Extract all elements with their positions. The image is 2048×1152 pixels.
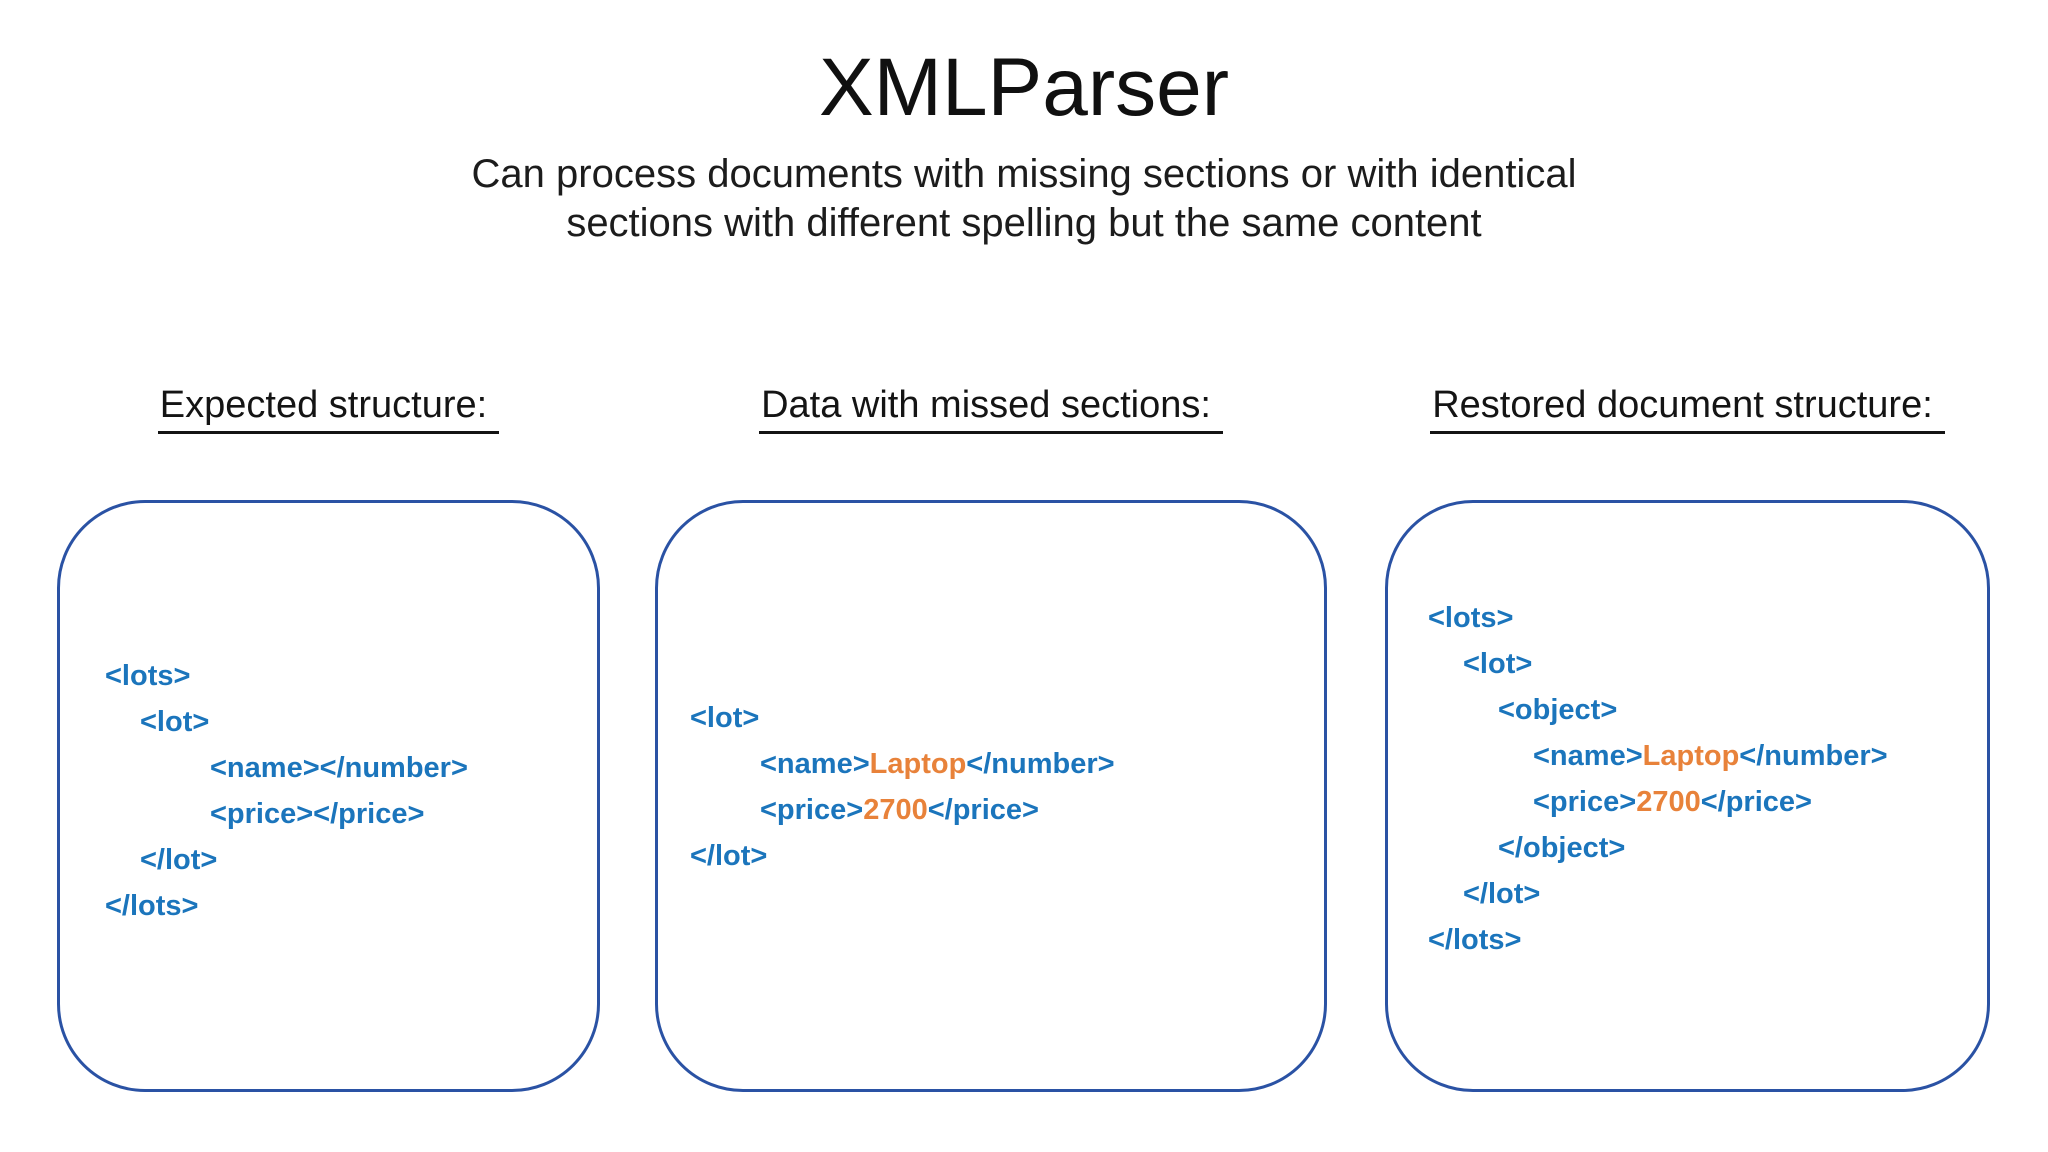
code-line: </lot> (1428, 871, 1987, 917)
code-tag: <price> (760, 794, 864, 826)
code-tag: <name></number> (210, 752, 468, 784)
code-line: <name>Laptop</number> (690, 741, 1324, 787)
code-line: <lot> (1428, 641, 1987, 687)
panel-heading-label: Restored document structure: (1430, 384, 1945, 434)
code-tag: </price> (1700, 786, 1812, 818)
code-block: <lots> <lot> <object> <name>Laptop</number>… (1428, 595, 1987, 963)
code-value: Laptop (1642, 740, 1740, 772)
code-line: <lot> (690, 695, 1324, 741)
panel-heading: Data with missed sections: (655, 384, 1327, 434)
code-line: </lot> (105, 837, 597, 883)
code-value: Laptop (869, 748, 967, 780)
code-tag: <object> (1498, 694, 1618, 726)
code-line: <name></number> (105, 745, 597, 791)
code-block: <lot><name>Laptop</number><price>2700</p… (690, 695, 1324, 879)
code-line: <lot> (105, 699, 597, 745)
subtitle-line-2: sections with different spelling but the… (566, 201, 1482, 245)
code-line: <lots> (1428, 595, 1987, 641)
code-tag: <price> (1533, 786, 1637, 818)
code-value: 2700 (863, 794, 928, 826)
panel-heading-label: Data with missed sections: (759, 384, 1223, 434)
code-tag: </price> (927, 794, 1039, 826)
code-tag: </lots> (105, 890, 199, 922)
code-box: <lots> <lot> <object> <name>Laptop</number>… (1385, 500, 1990, 1092)
code-line: </lot> (690, 833, 1324, 879)
panel-heading-label: Expected structure: (157, 384, 500, 434)
code-tag: </lot> (690, 840, 768, 872)
code-line: </lots> (1428, 917, 1987, 963)
code-tag: <price></price> (210, 798, 425, 830)
code-line: <lots> (105, 653, 597, 699)
code-tag: <lot> (690, 702, 760, 734)
code-tag: </lots> (1428, 924, 1522, 956)
code-line: </lots> (105, 883, 597, 929)
code-tag: </lot> (140, 844, 218, 876)
code-line: <price>2700</price> (690, 787, 1324, 833)
code-tag: <lots> (1428, 602, 1514, 634)
panel-restored-document-structure: Restored document structure: <lots> <lot>… (1385, 0, 1990, 1152)
code-tag: <name> (760, 748, 870, 780)
page-title: XMLParser (818, 42, 1230, 133)
code-tag: </object> (1498, 832, 1626, 864)
subtitle-line-1: Can process documents with missing secti… (471, 152, 1577, 196)
code-box: <lots> <lot><name></number> <price></price… (57, 500, 600, 1092)
code-line: <name>Laptop</number> (1428, 733, 1987, 779)
code-tag: </number> (1739, 740, 1888, 772)
code-tag: <lot> (140, 706, 210, 738)
code-tag: </lot> (1463, 878, 1541, 910)
code-tag: <lots> (105, 660, 191, 692)
code-line: <price></price> (105, 791, 597, 837)
panel-data-with-missed-sections: Data with missed sections: <lot><name>La… (655, 0, 1327, 1152)
code-line: </object> (1428, 825, 1987, 871)
code-block: <lots> <lot><name></number> <price></price… (105, 653, 597, 929)
panel-heading: Expected structure: (57, 384, 600, 434)
code-tag: </number> (966, 748, 1115, 780)
panel-expected-structure: Expected structure: <lots> <lot><name></n… (57, 0, 600, 1152)
code-line: <object> (1428, 687, 1987, 733)
panel-heading: Restored document structure: (1385, 384, 1990, 434)
subtitle: Can process documents with missing secti… (0, 150, 2048, 248)
code-line: <price>2700</price> (1428, 779, 1987, 825)
code-tag: <lot> (1463, 648, 1533, 680)
code-box: <lot><name>Laptop</number><price>2700</p… (655, 500, 1327, 1092)
code-tag: <name> (1533, 740, 1643, 772)
code-value: 2700 (1636, 786, 1701, 818)
